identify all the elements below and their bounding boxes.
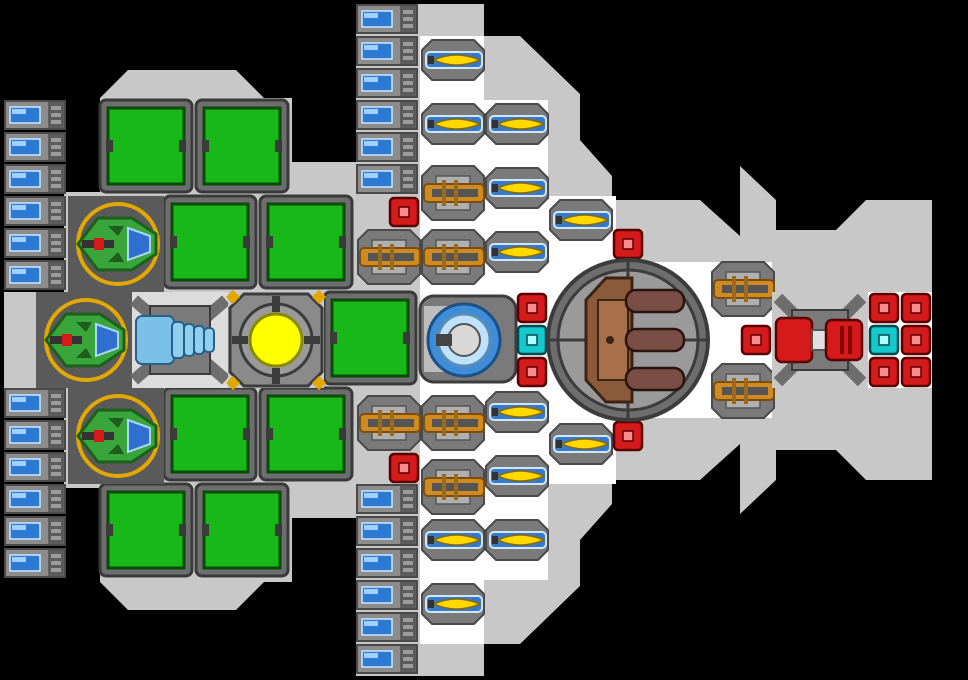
autocannon-icon bbox=[711, 363, 775, 419]
ammo-box-icon bbox=[900, 292, 932, 324]
battery-cell-icon bbox=[3, 163, 67, 195]
battery-cell-icon bbox=[355, 99, 419, 131]
missile-launcher-icon bbox=[549, 199, 613, 241]
missile-launcher-icon bbox=[421, 519, 485, 561]
autocannon-icon bbox=[421, 459, 485, 515]
missile-launcher-icon bbox=[485, 391, 549, 433]
battery-cell-icon bbox=[355, 131, 419, 163]
autocannon-icon bbox=[421, 229, 485, 285]
battery-bank-left-lower bbox=[3, 387, 67, 579]
ammo-box-icon bbox=[868, 356, 900, 388]
battery-cell-icon bbox=[355, 163, 419, 195]
ammo-box-icon bbox=[388, 452, 420, 484]
ammo-box-icon bbox=[740, 324, 772, 356]
heavy-turret-icon bbox=[546, 258, 710, 422]
ammo-box-icon bbox=[516, 324, 548, 356]
battery-cell-icon bbox=[3, 99, 67, 131]
battery-cell-icon bbox=[355, 35, 419, 67]
missile-launcher-icon bbox=[549, 423, 613, 465]
battery-cell-icon bbox=[3, 195, 67, 227]
ammo-box-icon bbox=[612, 228, 644, 260]
autocannon-icon bbox=[421, 165, 485, 221]
battery-cell-icon bbox=[3, 483, 67, 515]
ammo-box-icon bbox=[388, 196, 420, 228]
battery-cell-icon bbox=[355, 3, 419, 35]
missile-launcher-icon bbox=[421, 103, 485, 145]
battery-cell-icon bbox=[3, 419, 67, 451]
battery-cell-icon bbox=[355, 547, 419, 579]
storage-crate-icon bbox=[258, 194, 354, 290]
storage-crate-icon bbox=[98, 98, 194, 194]
autocannon-icon bbox=[711, 261, 775, 317]
missile-launcher-icon bbox=[485, 103, 549, 145]
battery-cell-icon bbox=[3, 259, 67, 291]
autocannon-icon bbox=[421, 395, 485, 451]
thruster-pod-icon bbox=[34, 290, 134, 390]
battery-cell-icon bbox=[3, 227, 67, 259]
battery-cell-icon bbox=[355, 643, 419, 675]
missile-launcher-icon bbox=[485, 231, 549, 273]
thruster-pod-icon bbox=[66, 386, 166, 486]
battery-cell-icon bbox=[355, 579, 419, 611]
missile-launcher-icon bbox=[485, 455, 549, 497]
battery-cell-icon bbox=[3, 451, 67, 483]
autocannon-icon bbox=[357, 395, 421, 451]
battery-cell-icon bbox=[3, 547, 67, 579]
ammo-box-icon bbox=[516, 292, 548, 324]
power-core-icon bbox=[225, 289, 327, 391]
rear-gun-icon bbox=[772, 292, 868, 388]
storage-crate-icon bbox=[258, 386, 354, 482]
missile-launcher-icon bbox=[421, 39, 485, 81]
battery-cell-icon bbox=[3, 515, 67, 547]
battery-cell-icon bbox=[3, 131, 67, 163]
battery-bank-left-upper bbox=[3, 99, 67, 291]
storage-crate-icon bbox=[322, 290, 418, 386]
storage-crate-icon bbox=[162, 386, 258, 482]
ammo-box-icon bbox=[868, 324, 900, 356]
battery-cell-icon bbox=[3, 387, 67, 419]
storage-crate-icon bbox=[98, 482, 194, 578]
missile-launcher-icon bbox=[485, 519, 549, 561]
battery-cell-icon bbox=[355, 515, 419, 547]
missile-launcher-icon bbox=[421, 583, 485, 625]
autocannon-icon bbox=[357, 229, 421, 285]
sensor-dish-icon bbox=[418, 294, 518, 384]
battery-cell-icon bbox=[355, 611, 419, 643]
battery-cell-icon bbox=[355, 483, 419, 515]
storage-crate-icon bbox=[194, 482, 290, 578]
battery-cell-icon bbox=[355, 67, 419, 99]
ammo-box-icon bbox=[900, 356, 932, 388]
ammo-box-icon bbox=[900, 324, 932, 356]
missile-launcher-icon bbox=[485, 167, 549, 209]
thruster-pod-icon bbox=[66, 194, 166, 294]
shield-emitter-icon bbox=[130, 292, 230, 388]
ammo-box-icon bbox=[612, 420, 644, 452]
ammo-box-icon bbox=[516, 356, 548, 388]
storage-crate-icon bbox=[162, 194, 258, 290]
ammo-box-icon bbox=[868, 292, 900, 324]
storage-crate-icon bbox=[194, 98, 290, 194]
